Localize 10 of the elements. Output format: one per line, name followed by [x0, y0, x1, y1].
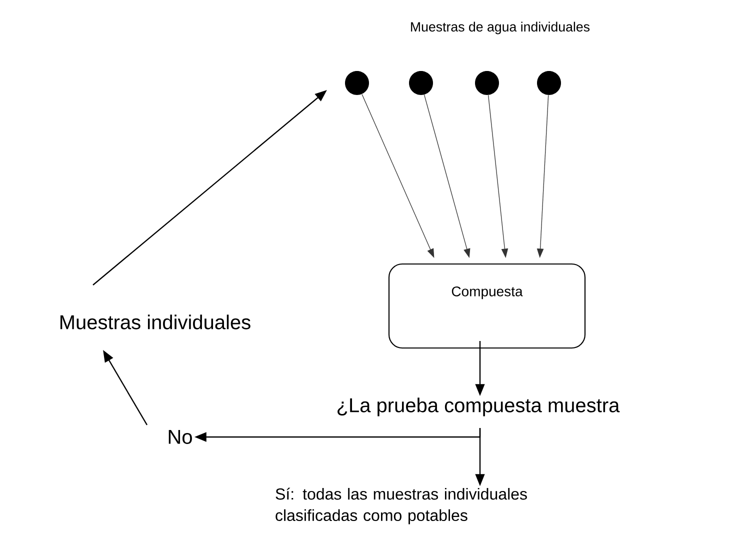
circle-node [537, 71, 561, 95]
title-text: Muestras de agua individuales [411, 22, 590, 34]
circle-node [475, 71, 499, 95]
box-node: Compuesta [388, 263, 586, 349]
question-text: ¿La prueba compuesta muestra [338, 398, 620, 416]
result-text: Sí: todas las muestras individuales clasificadas como potables [276, 488, 527, 524]
answer-text: No [168, 430, 192, 444]
circle-node [409, 71, 433, 95]
step-text: Muestras individuales [60, 314, 250, 330]
circle-node [345, 71, 369, 95]
